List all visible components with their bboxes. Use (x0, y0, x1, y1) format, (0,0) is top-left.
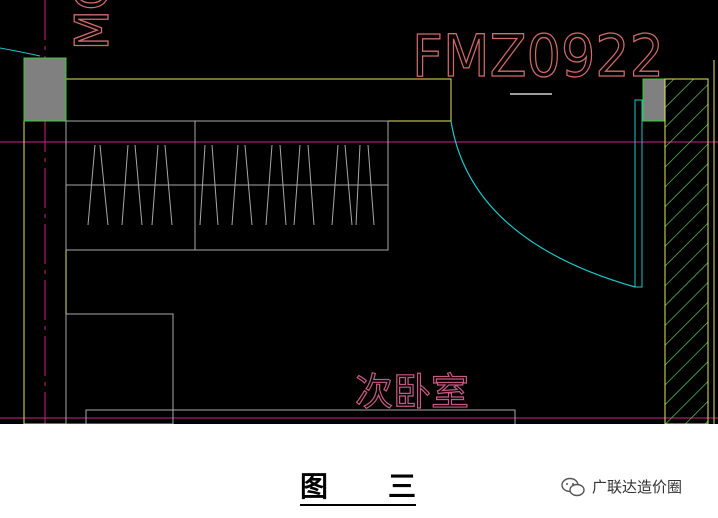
watermark: 广联达造价圈 (560, 476, 682, 497)
caption-char-1: 图 (300, 470, 329, 503)
door-code-label: FMZ0922 (412, 22, 664, 90)
wardrobe (65, 120, 389, 251)
bed-outline (85, 409, 516, 424)
room-name-label: 次卧室 (355, 370, 469, 414)
door-leaf (634, 99, 643, 288)
desk (65, 313, 174, 424)
wechat-icon (561, 477, 585, 496)
hatched-wall (664, 78, 709, 424)
door-swing-arc (450, 120, 636, 288)
floor-plan-svg: FMZ0922 MC 次卧室 (0, 0, 718, 424)
watermark-text: 广联达造价圈 (592, 478, 683, 496)
top-wall (65, 78, 452, 122)
figure-caption: 图 三 (300, 470, 416, 506)
side-label: MC (65, 0, 119, 50)
top-left-arc (0, 47, 41, 57)
left-column (23, 57, 67, 122)
caption-char-2: 三 (387, 470, 416, 503)
cad-drawing-area: FMZ0922 MC 次卧室 (0, 0, 718, 424)
